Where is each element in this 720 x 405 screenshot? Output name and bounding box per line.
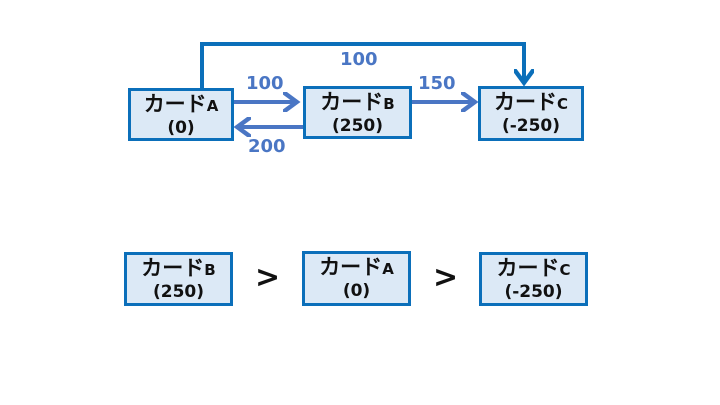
rank-first-value: (250) <box>152 282 205 302</box>
rank-third-value: (-250) <box>504 282 563 302</box>
edge-label-a-to-b: 100 <box>246 73 284 94</box>
greater-than-sign: > <box>433 260 459 295</box>
rank-second-label: カードA <box>319 255 394 279</box>
card-b-value: (250) <box>331 116 384 136</box>
rank-first-box: カードB (250) <box>124 252 233 306</box>
rank-second-box: カードA (0) <box>302 251 411 306</box>
card-b-label: カードB <box>320 90 395 114</box>
card-c-label: カードC <box>493 90 568 114</box>
rank-third-label: カードC <box>496 256 571 280</box>
rank-second-value: (0) <box>342 281 371 301</box>
rank-third-box: カードC (-250) <box>479 252 588 306</box>
card-a-value: (0) <box>167 118 195 138</box>
arrow-a-to-c <box>200 42 524 88</box>
card-c-box: カードC (-250) <box>478 86 584 141</box>
edge-label-b-to-c: 150 <box>418 73 456 94</box>
greater-than-sign: > <box>255 260 281 295</box>
rank-first-label: カードB <box>141 256 216 280</box>
card-c-value: (-250) <box>501 116 561 136</box>
edge-label-a-to-c: 100 <box>340 49 378 70</box>
card-a-box: カードA (0) <box>128 88 234 141</box>
card-b-box: カードB (250) <box>303 86 412 139</box>
card-a-label: カードA <box>143 92 219 116</box>
edge-label-b-to-a: 200 <box>248 136 286 157</box>
